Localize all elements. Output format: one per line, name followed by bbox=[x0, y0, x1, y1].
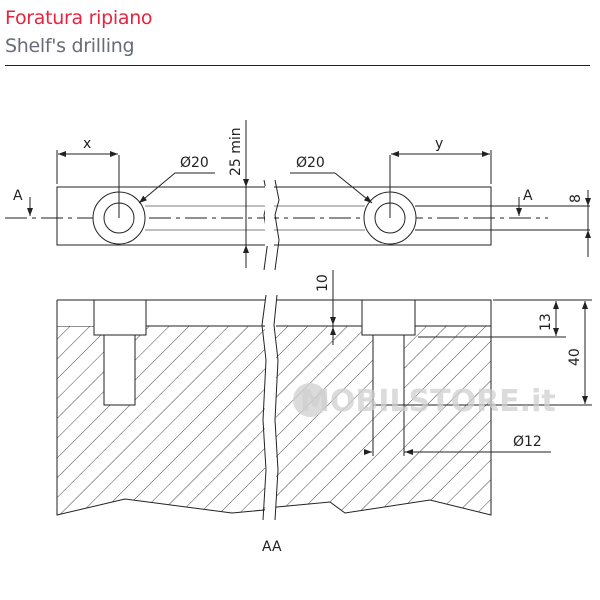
dim-40-label: 40 bbox=[567, 348, 583, 366]
hole-right-label: Ø20 bbox=[296, 155, 325, 171]
leader-left bbox=[138, 172, 176, 204]
pin-diameter-label: Ø12 bbox=[513, 434, 542, 450]
watermark-text: MOBILSTORE.it bbox=[300, 384, 556, 419]
dim-13-label: 13 bbox=[538, 313, 554, 331]
section-label: AA bbox=[262, 539, 282, 555]
pin-hole-right bbox=[372, 334, 405, 406]
break-line bbox=[273, 294, 279, 521]
section-mark-right: A bbox=[523, 188, 533, 204]
cap-hole-left bbox=[93, 299, 147, 336]
dim-8-label: 8 bbox=[568, 194, 584, 203]
section-view bbox=[56, 270, 592, 521]
dim-10-label: 10 bbox=[315, 274, 331, 292]
page-subtitle: Shelf's drilling bbox=[5, 35, 135, 57]
section-mark-left: A bbox=[13, 188, 23, 204]
watermark-logo: MOBILSTORE.it bbox=[293, 383, 556, 419]
dim-x-label: x bbox=[83, 136, 91, 152]
pin-hole-left bbox=[103, 334, 136, 406]
cap-hole-right bbox=[361, 299, 416, 336]
leader-right bbox=[334, 172, 373, 204]
top-view bbox=[5, 120, 591, 271]
break-line bbox=[261, 294, 267, 521]
page-title: Foratura ripiano bbox=[5, 7, 153, 29]
dim-min-label: 25 min bbox=[228, 127, 244, 176]
dim-y-label: y bbox=[435, 136, 443, 152]
hole-left-label: Ø20 bbox=[180, 155, 209, 171]
title-divider bbox=[5, 65, 590, 66]
break-line bbox=[274, 179, 280, 271]
